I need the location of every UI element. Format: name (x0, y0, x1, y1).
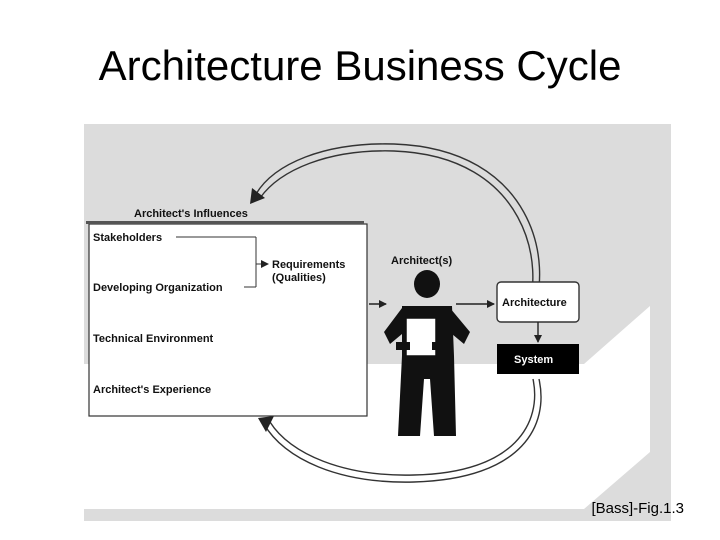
top-feedback-arc-inner (259, 150, 534, 315)
slide-title: Architecture Business Cycle (98, 42, 622, 89)
influences-box (88, 223, 368, 417)
top-feedback-arc (255, 143, 541, 315)
bottom-feedback-arc-inner (269, 378, 536, 476)
qualities-label: (Qualities) (272, 272, 326, 284)
bottom-feedback-arc (263, 378, 542, 483)
abc-diagram: Architect's Influences Stakeholders Deve… (84, 124, 671, 521)
architect-figure (384, 270, 470, 436)
top-arc-arrowhead (250, 188, 265, 204)
influence-stakeholders: Stakeholders (93, 232, 162, 244)
influence-technical-environment: Technical Environment (93, 333, 214, 345)
figure-caption: [Bass]-Fig.1.3 (591, 500, 684, 517)
influences-header: Architect's Influences (134, 208, 248, 220)
architecture-label: Architecture (502, 297, 567, 309)
influence-architects-experience: Architect's Experience (93, 384, 211, 396)
system-box (497, 344, 579, 374)
architect-label: Architect(s) (391, 255, 452, 267)
requirements-label: Requirements (272, 259, 345, 271)
influence-developing-organization: Developing Organization (93, 282, 223, 294)
diagram-canvas: Architect's Influences Stakeholders Deve… (84, 143, 650, 509)
bottom-arc-arrowhead (258, 416, 274, 432)
system-label: System (514, 354, 553, 366)
